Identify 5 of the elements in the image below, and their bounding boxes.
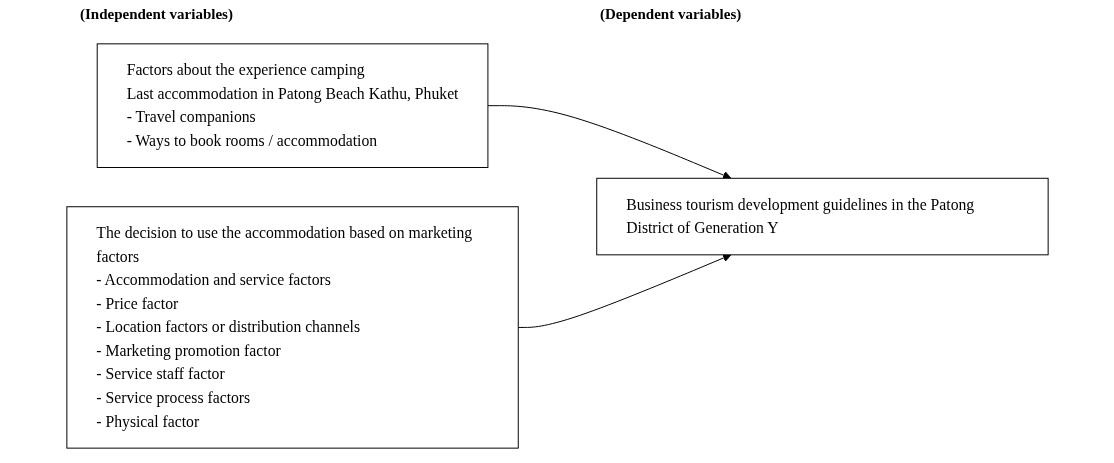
node-box: Factors about the experience camping Last accommodation in Patong Beach Kathu, Phuket - Travel companions - Ways to book rooms / accommodation <box>96 43 488 168</box>
node-box: The decision to use the accommodation based on marketing factors - Accommodation and service factors - Price factor - Location factors or distribution channels - Marketing promotion factor - Service staff factor - Service process factors - Physical factor <box>65 206 519 449</box>
variable-heading: (Dependent variables) <box>600 6 742 23</box>
node-box: Business tourism development guidelines in the Patong District of Generation Y <box>595 177 1049 256</box>
variable-heading: (Independent variables) <box>80 6 233 23</box>
